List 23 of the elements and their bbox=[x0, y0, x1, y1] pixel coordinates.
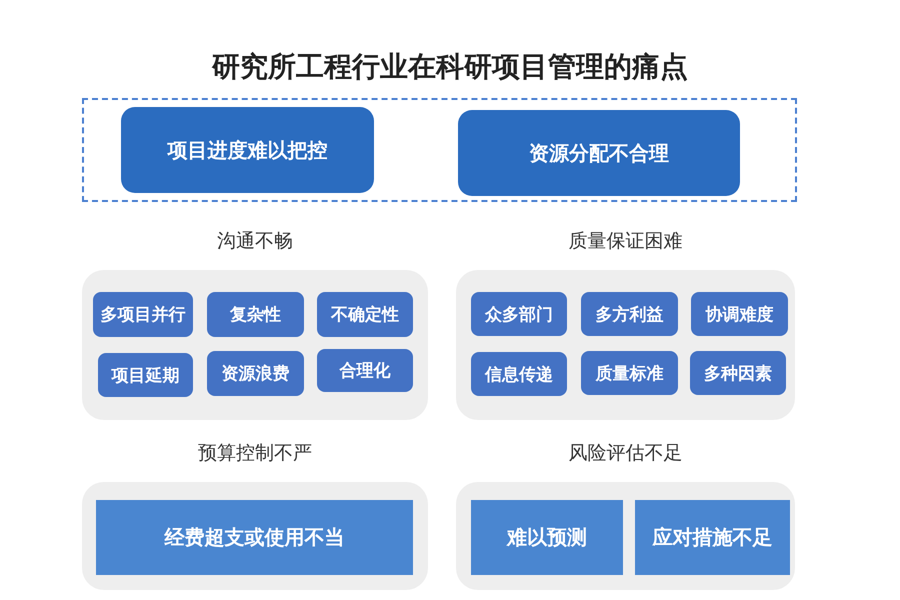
issue-box: 经费超支或使用不当 bbox=[96, 500, 413, 575]
tag-box: 不确定性 bbox=[317, 292, 413, 337]
tag-box: 资源浪费 bbox=[207, 351, 304, 396]
section-heading: 风险评估不足 bbox=[568, 443, 682, 464]
diagram-title: 研究所工程行业在科研项目管理的痛点 bbox=[212, 52, 688, 83]
tag-box: 合理化 bbox=[317, 349, 413, 392]
pain-point-box: 资源分配不合理 bbox=[458, 110, 740, 196]
issue-box: 应对措施不足 bbox=[635, 500, 790, 575]
section-heading: 质量保证困难 bbox=[568, 231, 682, 252]
section-heading: 预算控制不严 bbox=[198, 443, 312, 464]
dashed-frame bbox=[82, 98, 797, 202]
section-heading: 沟通不畅 bbox=[217, 231, 293, 252]
tag-box: 信息传递 bbox=[471, 352, 567, 396]
tag-box: 协调难度 bbox=[691, 292, 788, 336]
tag-box: 多项目并行 bbox=[93, 292, 193, 337]
tag-box: 多种因素 bbox=[690, 351, 786, 395]
tag-box: 项目延期 bbox=[98, 353, 193, 397]
tag-box: 众多部门 bbox=[471, 292, 567, 336]
tag-box: 复杂性 bbox=[207, 292, 304, 337]
tag-box: 质量标准 bbox=[581, 351, 678, 395]
tag-box: 多方利益 bbox=[581, 292, 678, 336]
issue-box: 难以预测 bbox=[471, 500, 623, 575]
pain-point-box: 项目进度难以把控 bbox=[121, 107, 374, 193]
